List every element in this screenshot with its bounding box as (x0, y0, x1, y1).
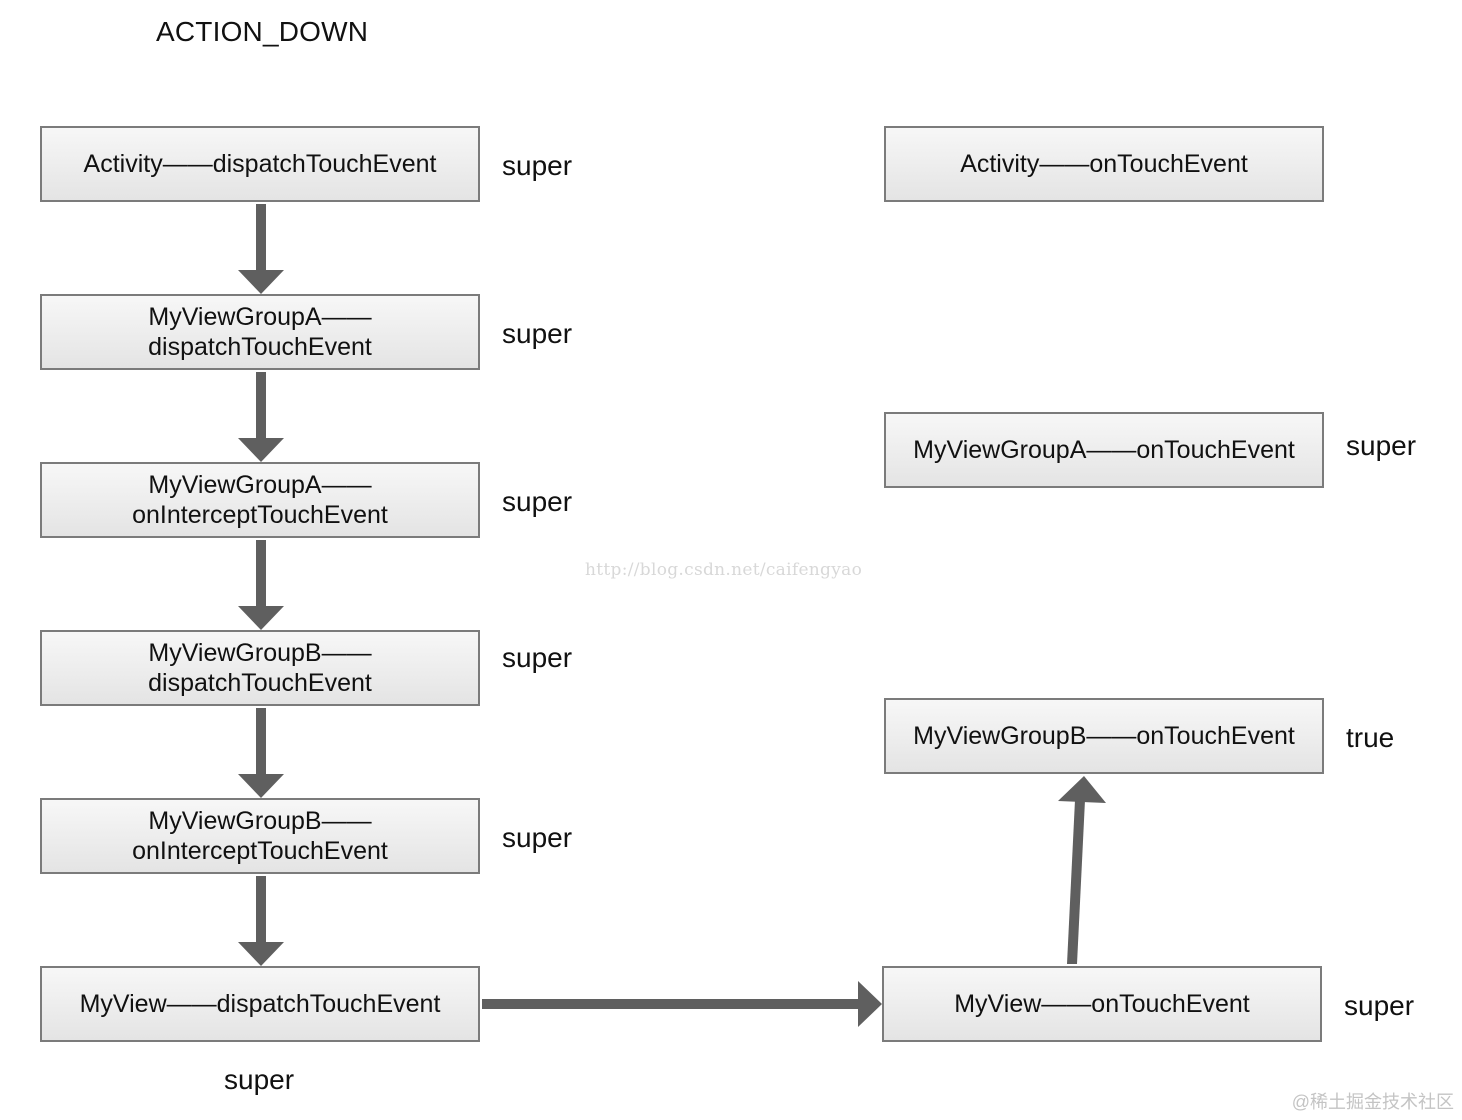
box-view-ontouch: MyView——onTouchEvent (882, 966, 1322, 1042)
arrow-view-ontouch-to-groupb-ontouch (1058, 776, 1106, 964)
label-groupb-ontouch: true (1346, 722, 1395, 753)
arrow-groupb-dispatch-to-intercept (238, 708, 284, 798)
source-credit: @稀土掘金技术社区 (1291, 1092, 1454, 1112)
label-groupb-intercept: super (502, 822, 573, 853)
label-activity-dispatch: super (502, 150, 573, 181)
box-view-dispatch: MyView——dispatchTouchEvent (40, 966, 480, 1042)
box-groupa-ontouch: MyViewGroupA——onTouchEvent (884, 412, 1324, 488)
arrow-groupa-dispatch-to-intercept (238, 372, 284, 462)
arrow-groupa-intercept-to-groupb (238, 540, 284, 630)
box-groupb-intercept: MyViewGroupB—— onInterceptTouchEvent (40, 798, 480, 874)
box-groupa-intercept: MyViewGroupA—— onInterceptTouchEvent (40, 462, 480, 538)
label-view-ontouch: super (1344, 990, 1415, 1021)
arrow-view-dispatch-to-ontouch (482, 981, 882, 1027)
watermark-url: http://blog.csdn.net/caifengyao (585, 560, 863, 580)
label-groupa-intercept: super (502, 486, 573, 517)
arrow-activity-to-groupa (238, 204, 284, 294)
label-groupa-dispatch: super (502, 318, 573, 349)
box-activity-ontouch: Activity——onTouchEvent (884, 126, 1324, 202)
box-groupa-dispatch: MyViewGroupA—— dispatchTouchEvent (40, 294, 480, 370)
box-activity-dispatch: Activity——dispatchTouchEvent (40, 126, 480, 202)
label-groupb-dispatch: super (502, 642, 573, 673)
label-groupa-ontouch: super (1346, 430, 1417, 461)
diagram-title: ACTION_DOWN (156, 16, 369, 47)
box-groupb-ontouch: MyViewGroupB——onTouchEvent (884, 698, 1324, 774)
arrow-groupb-intercept-to-view (238, 876, 284, 966)
box-groupb-dispatch: MyViewGroupB—— dispatchTouchEvent (40, 630, 480, 706)
label-view-dispatch: super (224, 1064, 295, 1095)
